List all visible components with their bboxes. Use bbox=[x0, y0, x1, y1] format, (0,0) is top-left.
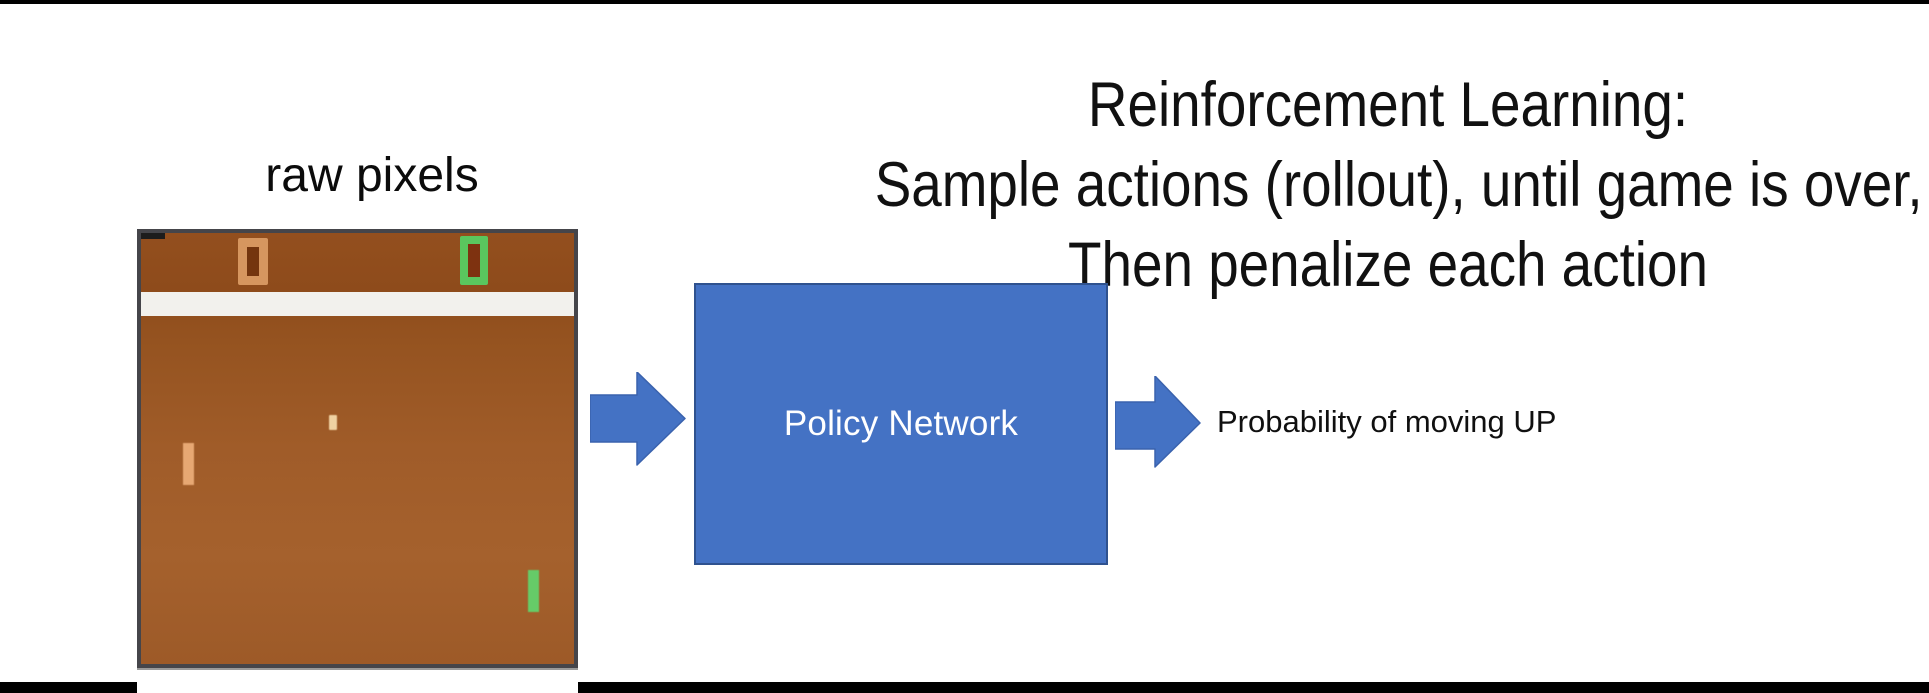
ball bbox=[329, 415, 337, 430]
bottom-white-patch bbox=[137, 667, 578, 693]
title-line-3: Then penalize each action bbox=[1068, 230, 1708, 300]
corner-notch bbox=[141, 233, 165, 239]
title-line-2: Sample actions (rollout), until game is … bbox=[874, 150, 1923, 220]
right-score-digit bbox=[460, 236, 488, 285]
input-arrow-icon bbox=[590, 372, 686, 466]
wall-band bbox=[141, 292, 574, 316]
title-line-1: Reinforcement Learning: bbox=[1087, 70, 1689, 140]
raw-pixels-label: raw pixels bbox=[265, 149, 479, 202]
top-letterbox-bar bbox=[0, 0, 1929, 4]
policy-network-box: Policy Network bbox=[694, 283, 1108, 565]
left-paddle bbox=[183, 443, 194, 485]
title: Reinforcement Learning: Sample actions (… bbox=[874, 65, 1923, 305]
output-arrow-icon bbox=[1115, 376, 1201, 468]
policy-network-label: Policy Network bbox=[783, 404, 1019, 443]
bottom-letterbox-bar bbox=[0, 682, 1929, 693]
left-score-digit bbox=[238, 238, 268, 285]
probability-label: Probability of moving UP bbox=[1217, 404, 1557, 439]
right-paddle bbox=[528, 570, 539, 612]
pong-screenshot bbox=[137, 229, 578, 668]
